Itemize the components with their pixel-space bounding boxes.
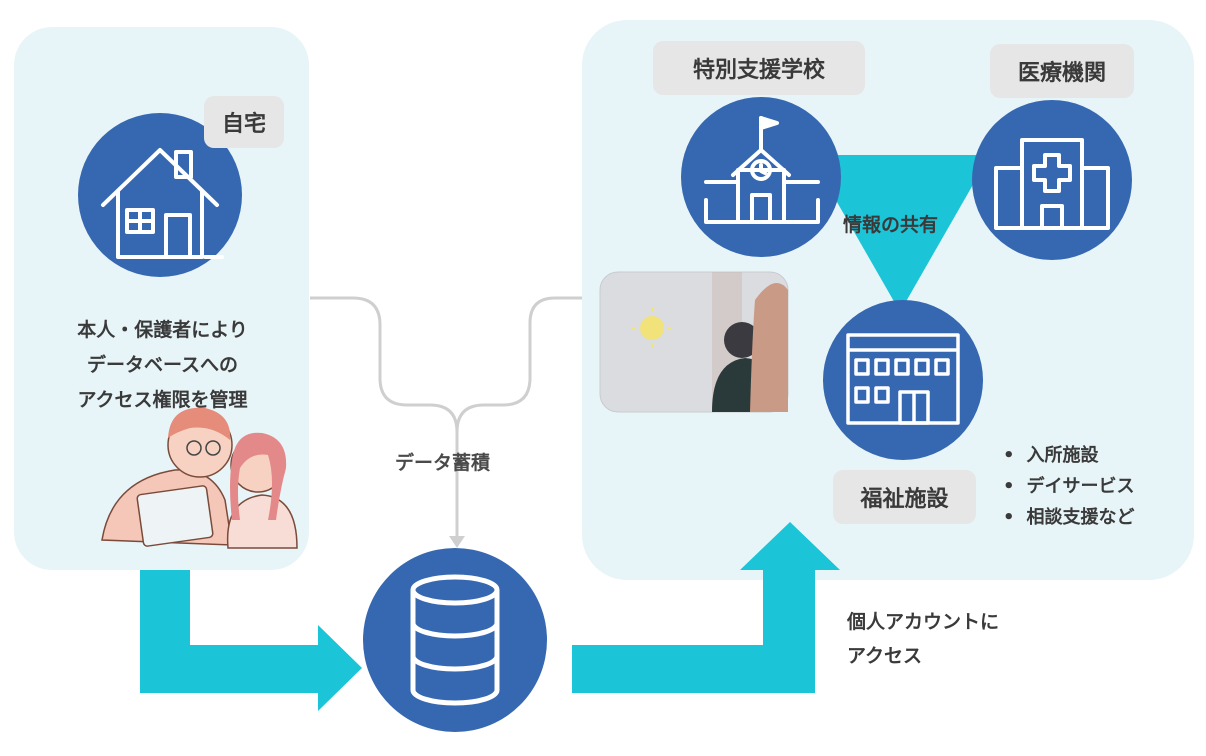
database-circle: [363, 548, 547, 732]
list-item: 相談支援など: [1003, 502, 1135, 533]
hospital-icon: [994, 138, 1110, 230]
school-circle: [681, 97, 841, 257]
school-icon: [704, 116, 820, 224]
home-tag: 自宅: [204, 96, 284, 148]
list-item: 入所施設: [1003, 440, 1135, 471]
home-description: 本人・保護者により データベースへの アクセス権限を管理: [30, 313, 295, 418]
home-description-line: 本人・保護者により: [77, 319, 248, 341]
welfare-circle: [823, 300, 983, 460]
upload-arrow: [140, 570, 362, 711]
access-label-line-1: 個人アカウントに: [847, 611, 1000, 633]
house-icon: [101, 148, 224, 259]
school-tag: 特別支援学校: [653, 41, 865, 95]
access-arrow: [572, 522, 840, 693]
building-icon: [846, 333, 960, 425]
database-label: データ蓄積: [395, 452, 491, 474]
medical-tag: 医療機関: [990, 44, 1134, 98]
home-circle: [78, 113, 242, 277]
child-photo: [599, 271, 789, 413]
info-sharing-triangle: [810, 155, 990, 312]
hospital-circle: [972, 100, 1132, 260]
home-description-line: データベースへの: [86, 354, 239, 376]
connector-line-partners: [455, 296, 582, 433]
connector-line-home: [310, 296, 459, 540]
connector-arrowhead: [449, 536, 465, 548]
home-description-line: アクセス権限を管理: [77, 389, 248, 411]
welfare-tag: 福祉施設: [833, 470, 976, 524]
info-sharing-label: 情報の共有: [843, 214, 939, 236]
database-icon: [410, 574, 500, 706]
access-label-line-2: アクセス: [847, 645, 923, 667]
parent-child-illustration: [101, 407, 298, 549]
list-item: デイサービス: [1003, 471, 1135, 502]
welfare-types-list: 入所施設 デイサービス 相談支援など: [1003, 440, 1135, 533]
